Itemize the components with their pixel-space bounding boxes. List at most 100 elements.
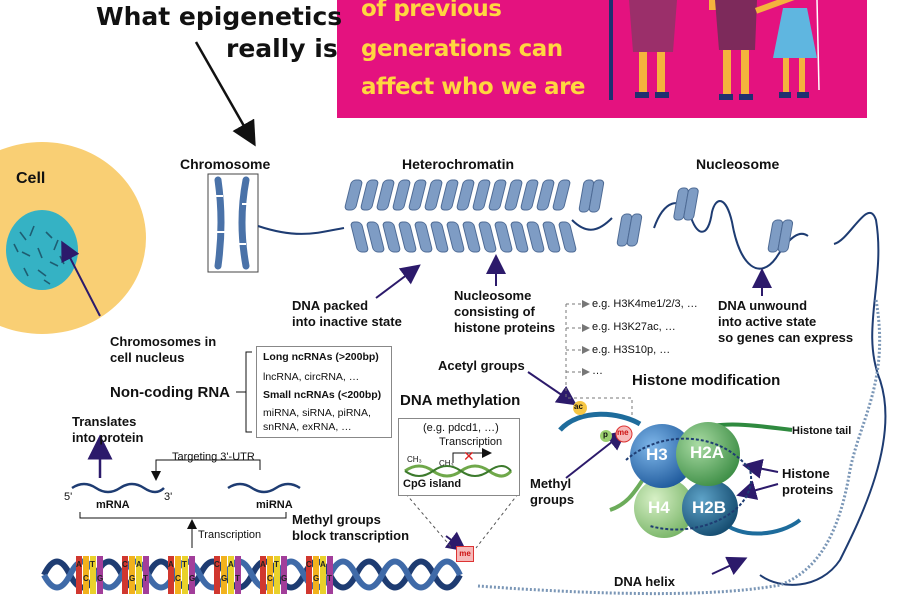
cpg-island-label: CpG island: [403, 478, 462, 490]
acetyl-groups-label: Acetyl groups: [438, 358, 525, 373]
h3-label: H3: [646, 445, 668, 464]
acetyl-badge: [573, 401, 587, 415]
dna-base-letter: G: [189, 574, 196, 583]
dna-base-letter: C: [306, 560, 312, 569]
nucleosome-row: [578, 179, 794, 253]
small-ncrna-items: miRNA, siRNA, piRNA,: [263, 407, 371, 419]
mrna-label: mRNA: [96, 499, 130, 511]
family-illustration: [609, 0, 820, 100]
ch3-label: CH₃: [407, 455, 422, 464]
dna-base-letter: A: [136, 560, 142, 569]
dna-base-letter: T: [327, 574, 332, 583]
mrna-strand: [71, 482, 165, 494]
cpg-helix: ✕: [404, 448, 513, 478]
dna-base-letter: G: [97, 574, 104, 583]
small-ncrna-items: snRNA, exRNA, …: [263, 421, 352, 433]
three-prime-label: 3': [164, 491, 173, 503]
dna-strand: [257, 200, 887, 586]
pointer-arrow: [61, 240, 101, 317]
histone-mark: e.g. H3K4me1/2/3, …: [592, 298, 698, 310]
headline-arrow: [194, 41, 256, 147]
dna-base-letter: T: [90, 560, 95, 569]
dna-base-letter: A: [228, 560, 234, 569]
histone-mark: e.g. H3K27ac, …: [592, 321, 676, 333]
dna-base-letter: C: [83, 574, 89, 583]
pointer-arrow: [742, 458, 779, 479]
long-ncrna-title: Long ncRNAs (>200bp): [263, 351, 379, 363]
headline: really is: [226, 34, 338, 63]
cell-label: Cell: [16, 170, 46, 187]
h2b-label: H2B: [692, 498, 727, 517]
dna-base-letter: C: [122, 560, 128, 569]
histone-h3: [630, 424, 694, 488]
pointer-arrow: [527, 371, 577, 406]
dna-base-letter: A: [320, 560, 326, 569]
dna-base-letter: G: [281, 574, 288, 583]
small-ncrna-title: Small ncRNAs (<200bp): [263, 389, 382, 401]
nucleosome-label: Nucleosome: [696, 156, 780, 172]
five-prime-label: 5': [64, 491, 73, 503]
ch3-label: CH₃: [439, 459, 454, 468]
dna-methylation-label: DNA methylation: [400, 392, 521, 409]
dna-base-letter: A: [260, 560, 266, 569]
methylation-transcription: Transcription: [439, 436, 503, 448]
dna-base-letter: A: [76, 560, 82, 569]
dna-base-letter: G: [129, 574, 136, 583]
banner-line: of previous: [361, 0, 502, 22]
cell-illustration: [0, 142, 146, 334]
ncrna-box: Long ncRNAs (>200bp) lncRNA, circRNA, … …: [256, 346, 392, 438]
chromosome-label: Chromosome: [180, 156, 271, 172]
chromosome-illustration: [207, 173, 259, 273]
histone-mark: e.g. H3S10p, …: [592, 344, 671, 356]
dna-methyl-badge: me: [456, 546, 474, 562]
transcription-label: Transcription: [198, 529, 262, 541]
h2a-label: H2A: [690, 443, 725, 462]
histone-modification-label: Histone modification: [632, 372, 781, 389]
phospho-badge: [600, 430, 612, 442]
pointer-arrow: [565, 430, 627, 479]
targeting-label: Targeting 3'-UTR: [172, 451, 255, 463]
histone-h2b: [682, 480, 738, 536]
dna-base-letter: C: [267, 574, 273, 583]
h4-label: H4: [648, 498, 670, 517]
histone-tail-label: Histone tail: [792, 425, 852, 437]
dna-base-letter: G: [313, 574, 320, 583]
pointer-arrow: [711, 556, 748, 575]
me-label: me: [617, 428, 629, 437]
methyl-badge: [615, 425, 633, 443]
heterochromatin-fiber: [344, 179, 577, 253]
histone-mark: …: [592, 365, 603, 377]
heterochromatin-label: Heterochromatin: [402, 156, 515, 172]
pointer-arrow: [375, 264, 421, 299]
histone-octamer: [558, 401, 802, 538]
dna-double-helix: [41, 556, 463, 594]
ac-label: ac: [574, 402, 583, 411]
dna-base-letter: T: [274, 560, 279, 569]
dna-helix-label: DNA helix: [614, 574, 675, 589]
methylation-example: (e.g. pdcd1, …): [423, 422, 499, 434]
title-banner: of previous generations can affect who w…: [337, 0, 867, 118]
mirna-label: miRNA: [256, 499, 293, 511]
dna-base-letter: T: [143, 574, 148, 583]
dna-base-letter: C: [214, 560, 220, 569]
mirna-strand: [227, 482, 301, 494]
dna-base-letter: T: [182, 560, 187, 569]
banner-line: generations can: [361, 36, 563, 62]
p-label: p: [603, 430, 608, 439]
dna-base-letter: G: [221, 574, 228, 583]
long-ncrna-items: lncRNA, circRNA, …: [263, 371, 360, 383]
dna-base-letter: C: [175, 574, 181, 583]
histone-h4: [634, 478, 694, 538]
dna-base-letter: A: [168, 560, 174, 569]
headline: What epigenetics: [96, 2, 343, 31]
noncoding-rna-label: Non-coding RNA: [110, 384, 230, 401]
methylation-box: (e.g. pdcd1, …) Transcription CH₃ CH₃ ✕ …: [398, 418, 520, 496]
